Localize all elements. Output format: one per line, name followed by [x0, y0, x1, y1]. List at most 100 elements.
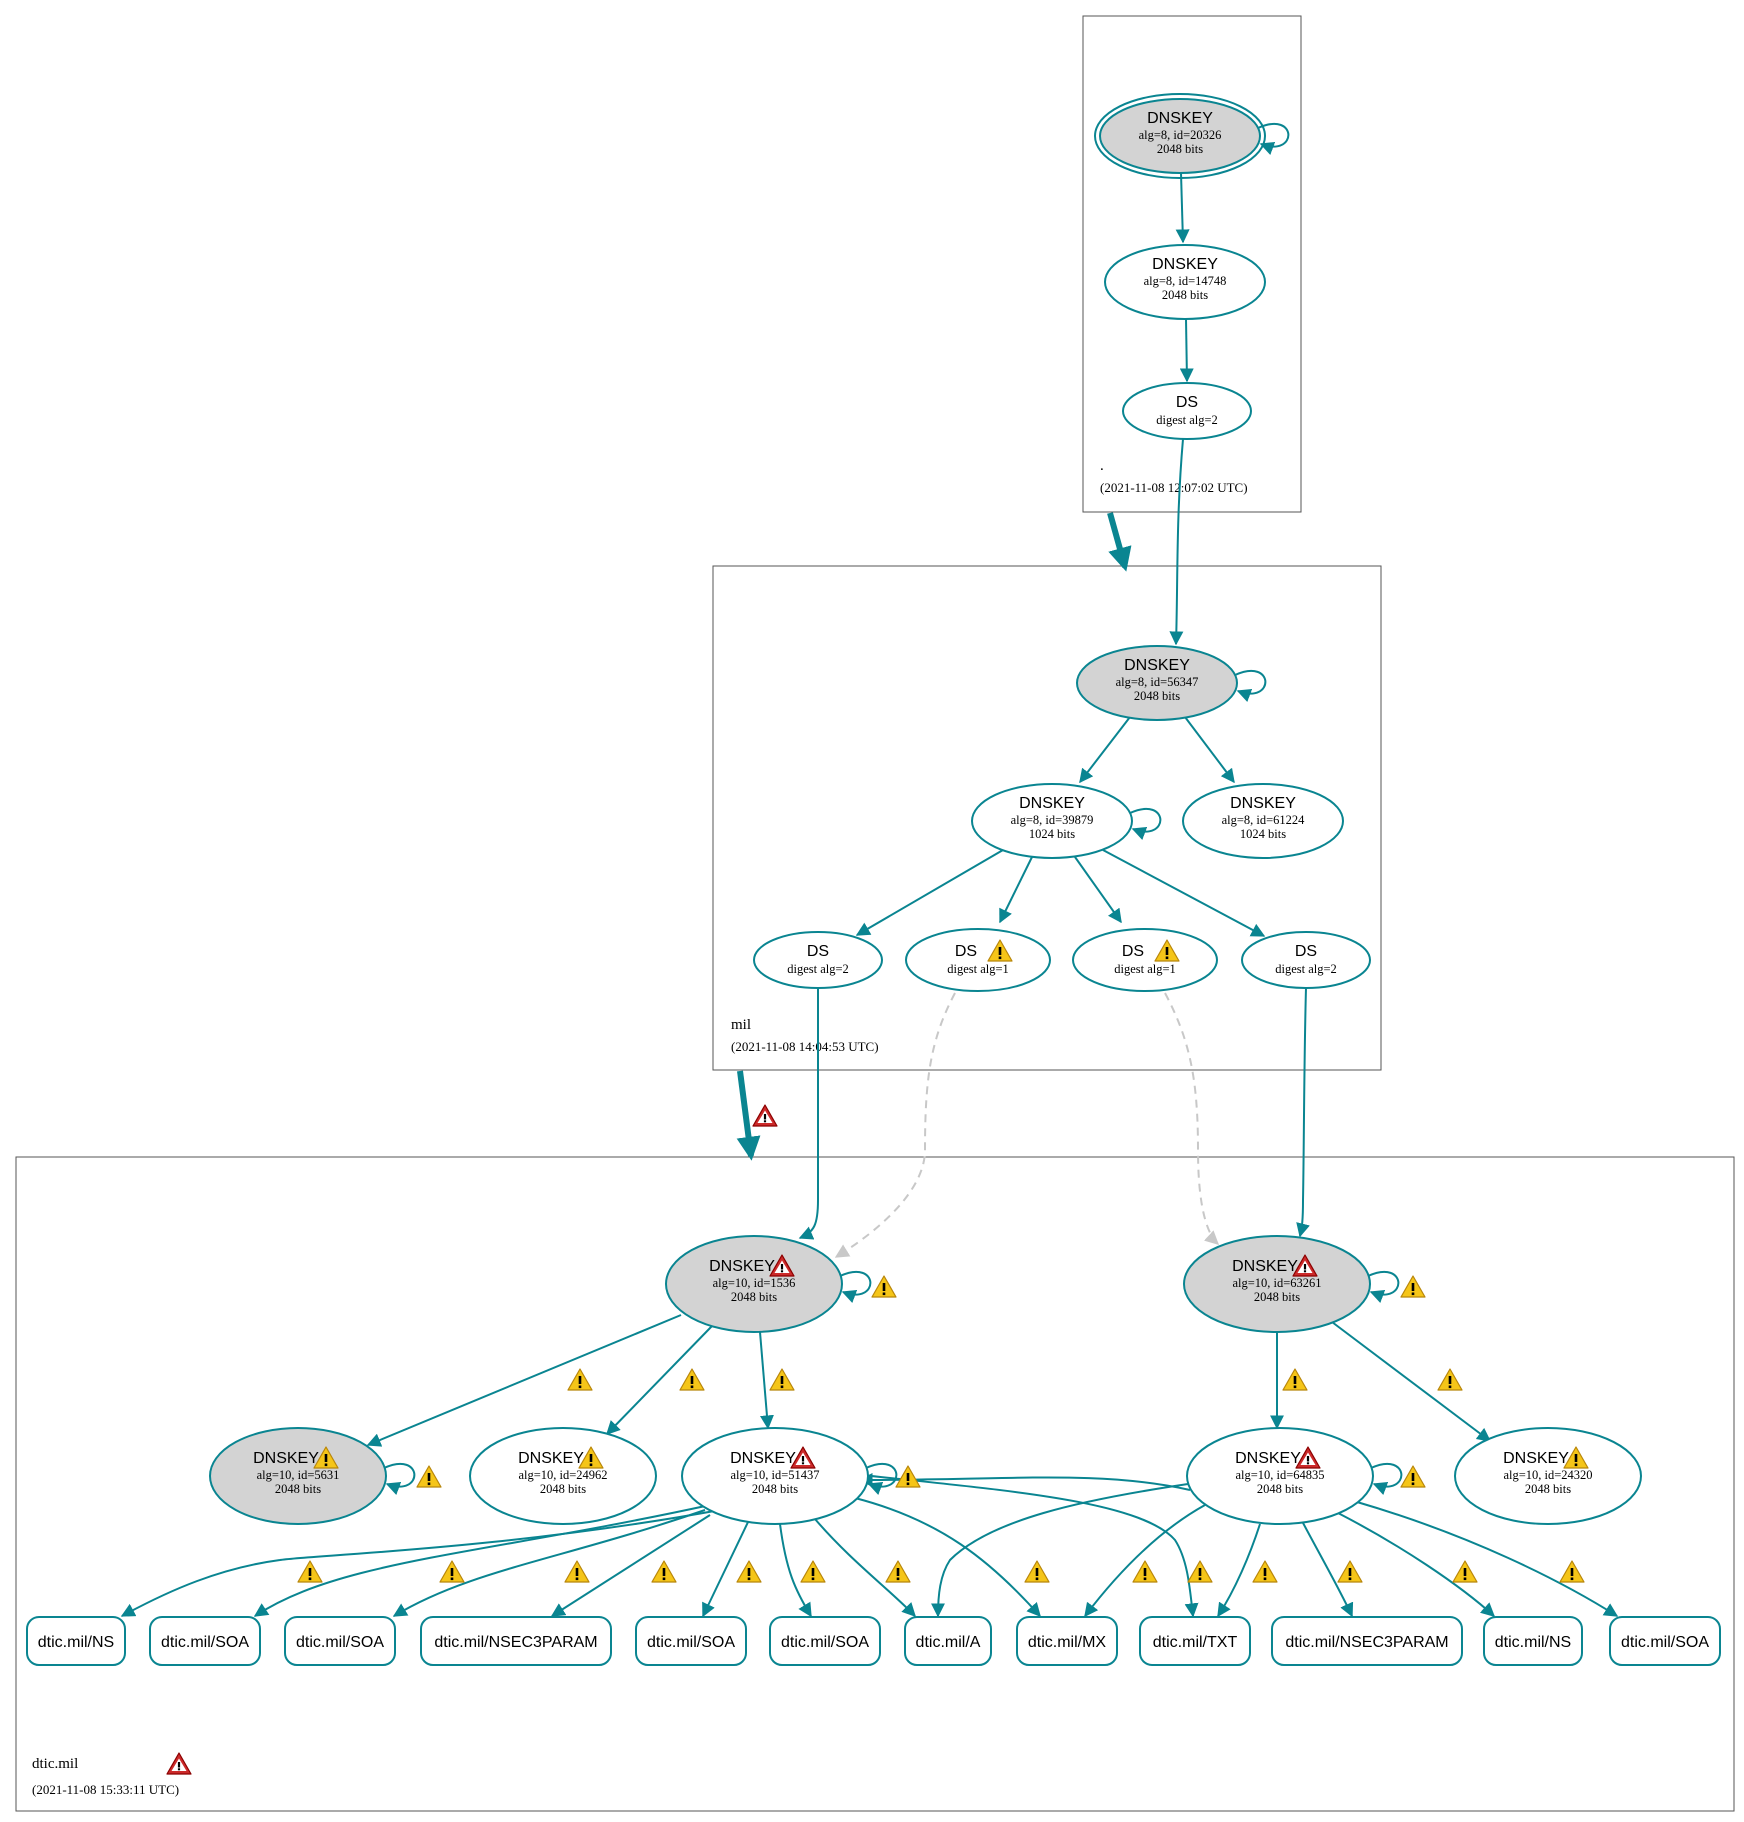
edge-k51437-to-rr7 — [814, 1518, 916, 1618]
warning-icon — [1252, 1560, 1278, 1583]
ds-ellipse[interactable] — [905, 928, 1051, 992]
node-title: DNSKEY — [730, 1450, 796, 1467]
rrset-box[interactable] — [149, 1616, 261, 1666]
dnskey-ellipse[interactable] — [971, 783, 1133, 859]
rrset-box[interactable] — [1271, 1616, 1463, 1666]
rrset-box[interactable] — [904, 1616, 992, 1666]
node-rr10[interactable]: dtic.mil/NSEC3PARAM — [1271, 1616, 1463, 1666]
dnskey-ellipse[interactable] — [1454, 1427, 1642, 1525]
rrset-label: dtic.mil/SOA — [1621, 1634, 1709, 1651]
warning-icon — [578, 1446, 604, 1469]
edge-k1536-to-k24962 — [606, 1325, 713, 1436]
rrset-box[interactable] — [1016, 1616, 1118, 1666]
node-title: DNSKEY — [1503, 1450, 1569, 1467]
dnskey-ellipse[interactable] — [1182, 783, 1344, 859]
warning-icon — [769, 1368, 795, 1391]
warning-icon — [1024, 1560, 1050, 1583]
edge-k51437-to-rr4 — [550, 1514, 711, 1617]
node-title: DNSKEY — [1232, 1258, 1298, 1275]
edge-k51437-to-rr1 — [120, 1509, 721, 1617]
ds-ellipse[interactable] — [1122, 382, 1252, 440]
node-title: DNSKEY — [709, 1258, 775, 1275]
node-rr9[interactable]: dtic.mil/TXT — [1139, 1616, 1251, 1666]
node-rr8[interactable]: dtic.mil/MX — [1016, 1616, 1118, 1666]
node-rr6[interactable]: dtic.mil/SOA — [769, 1616, 881, 1666]
dnskey-ellipse[interactable] — [469, 1427, 657, 1525]
node-key-size: 1024 bits — [1029, 827, 1075, 841]
node-rr12[interactable]: dtic.mil/SOA — [1609, 1616, 1721, 1666]
delegation-arrow — [736, 1070, 761, 1161]
node-detail: digest alg=2 — [787, 962, 849, 976]
node-detail: digest alg=2 — [1275, 962, 1337, 976]
node-detail: alg=8, id=56347 — [1116, 675, 1199, 689]
rrset-box[interactable] — [1609, 1616, 1721, 1666]
dnskey-ellipse[interactable] — [681, 1427, 869, 1525]
ds-ellipse[interactable] — [1072, 928, 1218, 992]
ds-ellipse[interactable] — [753, 931, 883, 989]
rrset-box[interactable] — [635, 1616, 747, 1666]
node-title: DNSKEY — [518, 1450, 584, 1467]
warning-icon — [736, 1560, 762, 1583]
node-rr7[interactable]: dtic.mil/A — [904, 1616, 992, 1666]
edge-k51437-to-rr8 — [854, 1497, 1041, 1618]
rrset-box[interactable] — [1139, 1616, 1251, 1666]
ds-ellipse[interactable] — [1241, 931, 1371, 989]
zone-root: .(2021-11-08 12:07:02 UTC) — [1082, 15, 1302, 513]
node-rr11[interactable]: dtic.mil/NS — [1483, 1616, 1583, 1666]
node-rr4[interactable]: dtic.mil/NSEC3PARAM — [420, 1616, 612, 1666]
dnskey-ellipse[interactable] — [209, 1427, 387, 1525]
node-rr3[interactable]: dtic.mil/SOA — [284, 1616, 396, 1666]
dnskey-ellipse[interactable] — [1183, 1235, 1371, 1333]
node-title: DS — [1122, 943, 1144, 960]
node-key-size: 2048 bits — [1157, 142, 1203, 156]
node-title: DNSKEY — [1147, 110, 1213, 127]
node-rr2[interactable]: dtic.mil/SOA — [149, 1616, 261, 1666]
rrset-box[interactable] — [26, 1616, 126, 1666]
edge-mil_ds3-to-k63261 — [1164, 992, 1220, 1245]
warning-icon — [885, 1560, 911, 1583]
dnskey-ellipse[interactable] — [1104, 244, 1266, 320]
node-rr5[interactable]: dtic.mil/SOA — [635, 1616, 747, 1666]
warning-icon — [564, 1560, 590, 1583]
rrset-box[interactable] — [284, 1616, 396, 1666]
dnskey-ellipse[interactable] — [1076, 645, 1238, 721]
warning-icon — [1563, 1446, 1589, 1469]
dnskey-ellipse[interactable] — [1099, 98, 1261, 174]
edge-root_ds-to-mil_ksk — [1169, 438, 1184, 646]
node-key-size: 2048 bits — [1257, 1482, 1303, 1496]
node-detail: alg=10, id=24320 — [1503, 1468, 1592, 1482]
node-title: DNSKEY — [1230, 795, 1296, 812]
rrset-box[interactable] — [1483, 1616, 1583, 1666]
zone-timestamp: (2021-11-08 12:07:02 UTC) — [1100, 480, 1248, 495]
self-signature-loop — [383, 1462, 416, 1495]
warning-icon — [1400, 1465, 1426, 1488]
edge-mil_ksk-to-mil_zsk2 — [1184, 716, 1235, 784]
rrset-box[interactable] — [769, 1616, 881, 1666]
node-title: DNSKEY — [1019, 795, 1085, 812]
node-detail: alg=10, id=64835 — [1235, 1468, 1324, 1482]
node-detail: alg=10, id=51437 — [730, 1468, 819, 1482]
dnskey-ellipse[interactable] — [1186, 1427, 1374, 1525]
dnskey-ellipse[interactable] — [665, 1235, 843, 1333]
rrset-label: dtic.mil/NS — [38, 1634, 114, 1651]
node-rr1[interactable]: dtic.mil/NS — [26, 1616, 126, 1666]
rrset-box[interactable] — [420, 1616, 612, 1666]
